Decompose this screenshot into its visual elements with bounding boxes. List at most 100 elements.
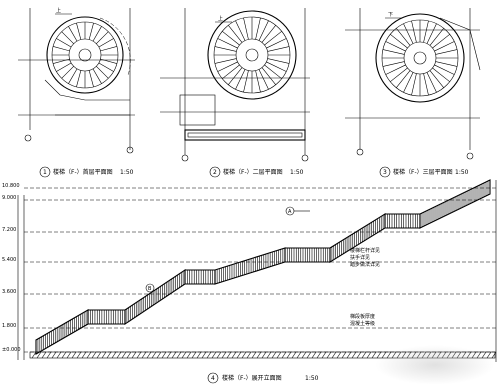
hatch-line bbox=[466, 351, 472, 359]
plan-captions: 1 楼梯（F-）首层平面图 1:50 2 楼梯（F-）二层平面图 1:50 3 … bbox=[39, 166, 469, 178]
hatch-line bbox=[171, 351, 177, 359]
hatch-line bbox=[436, 351, 442, 359]
hatch-line bbox=[456, 351, 462, 359]
level-mark: 3.600 bbox=[2, 289, 16, 295]
tread-line bbox=[403, 23, 414, 44]
tread-line bbox=[258, 69, 269, 90]
hatch-line bbox=[321, 351, 327, 359]
tread-line bbox=[92, 26, 102, 42]
elevation-notes: 楼梯栏杆详见 扶手详见 踏步做法详见 梯段板厚度 混凝土等级 bbox=[350, 247, 380, 327]
hatch-line bbox=[31, 351, 37, 359]
elevation-number: 4 bbox=[211, 375, 215, 382]
tread-line bbox=[68, 26, 78, 42]
hatch-line bbox=[401, 351, 407, 359]
hatch-line bbox=[131, 351, 137, 359]
plan-2-number: 2 bbox=[213, 169, 217, 176]
tread-line bbox=[222, 31, 240, 46]
tread-line bbox=[88, 70, 94, 87]
tread-line bbox=[432, 67, 450, 82]
tread-line bbox=[432, 34, 450, 49]
hatch-line bbox=[101, 351, 107, 359]
tread-line bbox=[434, 41, 455, 52]
note-5: 混凝土等级 bbox=[350, 320, 375, 327]
level-mark: 1.800 bbox=[2, 323, 16, 329]
plan-3-number: 3 bbox=[383, 169, 387, 176]
hatch-line bbox=[406, 351, 412, 359]
tread-line bbox=[61, 31, 74, 44]
hatch-line bbox=[441, 351, 447, 359]
tread-line bbox=[435, 49, 458, 55]
tread-line bbox=[100, 46, 117, 52]
note-2: 扶手详见 bbox=[350, 254, 370, 261]
hatch-line bbox=[451, 351, 457, 359]
tread-line bbox=[88, 23, 94, 40]
hatch-line bbox=[41, 351, 47, 359]
hatch-line bbox=[136, 351, 142, 359]
plan-3-scale: 1:50 bbox=[455, 169, 469, 176]
hatch-line bbox=[241, 351, 247, 359]
tread-line bbox=[76, 23, 82, 40]
hatch-line bbox=[111, 351, 117, 359]
tread-line bbox=[264, 31, 282, 46]
callout-a: A bbox=[288, 209, 292, 215]
tread-line bbox=[426, 23, 437, 44]
hatch-line bbox=[331, 351, 337, 359]
tread-line bbox=[267, 46, 290, 52]
tread-line bbox=[100, 58, 117, 64]
tread-line bbox=[76, 70, 82, 87]
hatch-line bbox=[186, 351, 192, 359]
tread-line bbox=[258, 20, 269, 41]
hatch-line bbox=[196, 351, 202, 359]
hatch-line bbox=[86, 351, 92, 359]
hatch-line bbox=[226, 351, 232, 359]
hatch-line bbox=[121, 351, 127, 359]
tread-line bbox=[426, 72, 437, 93]
hatch-line bbox=[141, 351, 147, 359]
hatch-line bbox=[396, 351, 402, 359]
tread-line bbox=[53, 58, 70, 64]
callout-b: B bbox=[148, 286, 152, 292]
hatch-line bbox=[176, 351, 182, 359]
hatch-line bbox=[351, 351, 357, 359]
tread-line bbox=[423, 73, 429, 96]
hatch-line bbox=[286, 351, 292, 359]
tread-line bbox=[92, 68, 102, 84]
hatch-line bbox=[211, 351, 217, 359]
note-4: 梯段板厚度 bbox=[350, 313, 375, 320]
tread-line bbox=[267, 58, 290, 64]
hatch-line bbox=[246, 351, 252, 359]
tread-line bbox=[61, 66, 74, 79]
hatch-line bbox=[301, 351, 307, 359]
tread-line bbox=[53, 46, 70, 52]
plan-1-number: 1 bbox=[43, 169, 47, 176]
plan-2-title: 楼梯（F-）二层平面图 bbox=[223, 168, 283, 176]
plan-2-scale: 1:50 bbox=[290, 169, 304, 176]
hatch-line bbox=[311, 351, 317, 359]
tread-line bbox=[214, 58, 237, 64]
hatch-line bbox=[76, 351, 82, 359]
plan-1: 上 bbox=[18, 7, 135, 154]
hatch-line bbox=[431, 351, 437, 359]
hatch-line bbox=[166, 351, 172, 359]
tread-line bbox=[56, 62, 72, 72]
hatch-line bbox=[276, 351, 282, 359]
hatch-line bbox=[426, 351, 432, 359]
tread-line bbox=[382, 49, 405, 55]
tread-line bbox=[235, 20, 246, 41]
plan-3-title: 楼梯（F-）三层平面图 bbox=[393, 168, 453, 176]
tread-line bbox=[98, 38, 114, 48]
tread-line bbox=[56, 38, 72, 48]
plan-3: 下 bbox=[345, 8, 481, 160]
hatch-line bbox=[181, 351, 187, 359]
hatch-line bbox=[486, 351, 492, 359]
tread-line bbox=[382, 61, 405, 67]
tread-line bbox=[217, 61, 238, 72]
tread-line bbox=[96, 66, 109, 79]
hatch-line bbox=[56, 351, 62, 359]
hatch-line bbox=[261, 351, 267, 359]
elevation-scale: 1:50 bbox=[305, 375, 319, 382]
hatch-line bbox=[306, 351, 312, 359]
hatch-line bbox=[326, 351, 332, 359]
tread-line bbox=[390, 34, 408, 49]
